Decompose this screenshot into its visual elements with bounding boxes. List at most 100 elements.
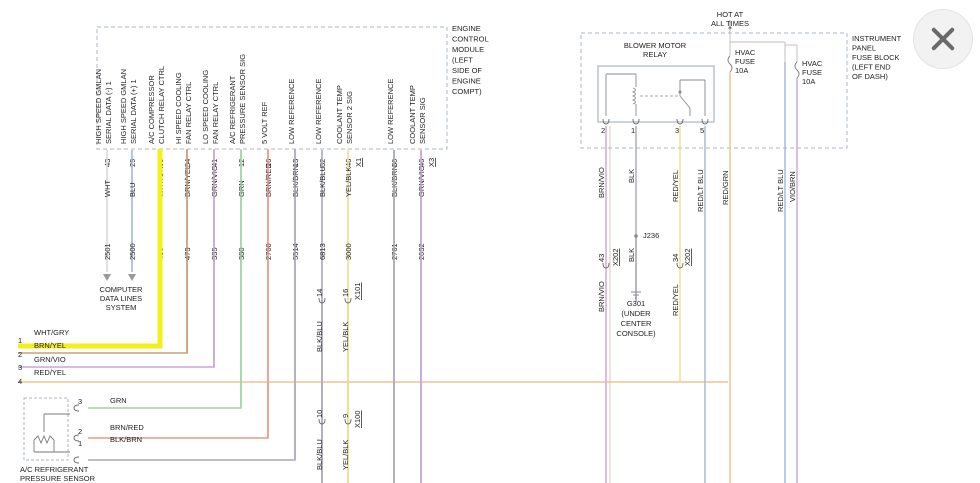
connector-name: X202 xyxy=(683,248,692,266)
ecm-pin-function: PRESSURE SENSOR SIG xyxy=(238,54,247,144)
relay-pin-number: 5 xyxy=(700,126,704,135)
sensor-wire-label: BRN/RED xyxy=(110,423,144,432)
ecm-pin-function: SERIAL DATA (-) 1 xyxy=(104,81,113,144)
circuit-number: 2501 xyxy=(103,243,112,260)
wire-brn-red xyxy=(88,149,269,439)
connector-pin-icon xyxy=(344,297,352,304)
hot-at-all-times-text: HOT AT xyxy=(717,10,744,19)
connector-pin-icon xyxy=(73,456,80,464)
wire-color-label: RED/GRN xyxy=(721,170,730,205)
close-icon[interactable] xyxy=(913,9,973,69)
fuse-block-name-text: FUSE BLOCK xyxy=(852,53,900,62)
connector-pin-number: 16 xyxy=(341,289,350,297)
connector-pin-icon xyxy=(318,418,326,425)
connector-pin-number: 9 xyxy=(341,414,350,418)
data-lines-text: DATA LINES xyxy=(100,294,142,303)
fuse-text: 10A xyxy=(735,66,748,75)
wire-color-label: YEL/BLK xyxy=(344,167,353,197)
relay-contact xyxy=(678,90,682,94)
wire-color-label: VIO/BRN xyxy=(788,171,797,202)
ground-icon xyxy=(631,291,641,299)
wire-blk-brn xyxy=(88,149,296,461)
wire-color-label: BLK/BLU xyxy=(318,166,327,197)
connector-pin-icon xyxy=(344,418,352,425)
ecm-box xyxy=(96,26,448,150)
sensor-wire-label: GRN xyxy=(110,396,127,405)
wire-color-label: RED/LT BLU xyxy=(696,169,705,212)
ecm-pin-function: 5 VOLT REF xyxy=(260,101,269,144)
wire-brn-yel xyxy=(18,149,188,354)
harness-pin-number: 2 xyxy=(18,350,22,359)
fuse-text: HVAC xyxy=(735,48,756,57)
connector-pin-icon xyxy=(602,262,610,269)
fuse-block-name-text: INSTRUMENT xyxy=(852,34,902,43)
ecm-pin-function: LOW REFERENCE xyxy=(386,79,395,144)
ecm-pin-function: HI SPEED COOLING xyxy=(174,72,183,144)
fuse-icon xyxy=(794,61,800,79)
connector-pin-icon xyxy=(602,118,610,125)
arrow-icon xyxy=(103,274,111,281)
data-lines-text: SYSTEM xyxy=(106,303,137,312)
fuse-block-name-text: (LEFT END xyxy=(852,63,891,72)
ecm-name-text: (LEFT xyxy=(452,56,473,65)
harness-pin-number: 3 xyxy=(18,363,22,372)
connector-pin-icon xyxy=(73,404,80,412)
wire-grn-vio xyxy=(18,149,215,368)
relay-pin-number: 2 xyxy=(601,126,605,135)
data-lines-text: COMPUTER xyxy=(100,285,144,294)
connector-name: X100 xyxy=(353,410,362,428)
ecm-pin-function: FAN RELAY CTRL xyxy=(184,82,193,144)
relay-box xyxy=(597,65,715,123)
wire-color-label: RED/YEL xyxy=(671,170,680,202)
fuse-text: FUSE xyxy=(735,57,755,66)
ground-label: CONSOLE) xyxy=(616,329,656,338)
fuse-text: FUSE xyxy=(802,68,822,77)
wire-color-label: BRN/VIO xyxy=(597,281,606,312)
wire-color-label: BLK xyxy=(627,248,636,262)
sensor-pin-number: 1 xyxy=(78,439,82,448)
splice-label: J236 xyxy=(643,231,659,240)
fuse-block-box xyxy=(580,32,848,149)
sensor-box xyxy=(23,397,69,461)
fuse-block-name-text: PANEL xyxy=(852,44,876,53)
connector-name: X101 xyxy=(353,282,362,300)
connector-pin-icon xyxy=(676,262,684,269)
ecm-pin-function: CLUTCH RELAY CTRL xyxy=(157,66,166,144)
wire-color-label: RED/YEL xyxy=(671,284,680,316)
ecm-name-text: MODULE xyxy=(452,45,484,54)
harness-wire-label: BRN/YEL xyxy=(34,341,66,350)
ecm-pin-function: HIGH SPEED GMLAN xyxy=(94,69,103,144)
ecm-pin-function: SENSOR SIG xyxy=(418,97,427,144)
fuse-icon xyxy=(727,55,733,73)
circuit-number: 2500 xyxy=(128,243,137,260)
ecm-pin-function: COOLANT TEMP xyxy=(408,85,417,144)
circuit-number: 6813 xyxy=(318,243,327,260)
wire-color-label: WHT xyxy=(103,180,112,197)
sensor-pin-number: 2 xyxy=(78,427,82,436)
fuse-block-name-text: OF DASH) xyxy=(852,72,888,81)
ecm-pin-function: HIGH SPEED GMLAN xyxy=(119,69,128,144)
connector-name: X202 xyxy=(611,248,620,266)
ecm-pin-function: LO SPEED COOLING xyxy=(201,70,210,144)
sensor-name-text: A/C REFRIGERANT xyxy=(20,465,89,474)
wire-color-label: BRN/VIO xyxy=(597,167,606,198)
relay-name-text: RELAY xyxy=(643,50,667,59)
ground-label: CENTER xyxy=(621,319,652,328)
harness-wire-label: GRN/VIO xyxy=(34,355,66,364)
wire-color-label: BLU xyxy=(128,182,137,197)
ecm-name-text: ENGINE xyxy=(452,77,481,86)
connector-name: X1 xyxy=(354,158,363,167)
sensor-pin-number: 3 xyxy=(78,397,82,406)
wire-color-label: RED/LT BLU xyxy=(776,169,785,212)
wire-color-label: YEL/BLK xyxy=(341,440,350,470)
ground-label: G301 xyxy=(627,299,645,308)
relay-pin-number: 3 xyxy=(675,126,679,135)
ecm-pin-function: COOLANT TEMP xyxy=(335,85,344,144)
harness-wire-label: WHT/GRY xyxy=(34,328,69,337)
resistor-icon xyxy=(33,434,55,445)
ecm-pin-function: SENSOR 2 SIG xyxy=(345,91,354,144)
connector-pin-icon xyxy=(318,297,326,304)
connector-pin-number: 10 xyxy=(315,410,324,418)
